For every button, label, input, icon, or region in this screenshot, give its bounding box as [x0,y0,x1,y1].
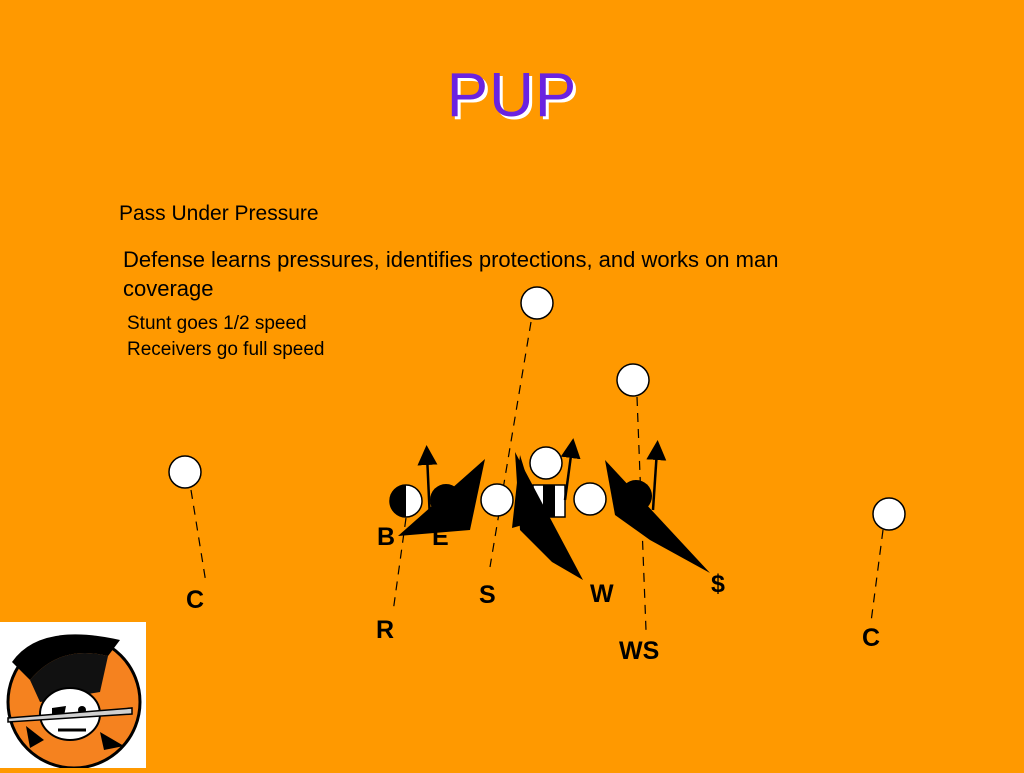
rush-arrow-left-tackle [417,445,438,521]
lineman-left-tackle [389,484,423,518]
stunt-wedge-right [605,460,710,573]
note-receiver-speed: Receivers go full speed [127,339,325,360]
stunt-wedge-center [512,455,540,528]
receiver-right [872,497,906,531]
receiver-left [168,455,202,489]
team-logo [0,622,146,770]
label-end: E [432,523,449,551]
pirate-logo-icon [6,634,142,770]
coverage-line-corner-right [870,529,884,623]
label-corner-right: C [862,624,880,652]
coverage-line-corner-left [190,489,207,584]
stunt-wedge-center-left [515,452,583,580]
label-money: $ [711,570,725,598]
label-rover: R [376,616,394,644]
label-sam: S [479,581,496,609]
label-corner-left: C [186,586,204,614]
receiver-slot-top [520,286,554,320]
lineman-right-guard [573,482,607,516]
stunt-wedge-left [398,459,485,536]
rush-arrow-center [560,438,581,501]
slide-subtitle: Pass Under Pressure [119,202,319,225]
note-stunt-speed: Stunt goes 1/2 speed [127,313,307,334]
rush-arrow-right-end [646,440,667,511]
quarterback [529,446,563,480]
label-weak-safety: WS [619,637,659,665]
drill-description: Defense learns pressures, identifies pro… [123,247,779,301]
receiver-slot-right [616,363,650,397]
lineman-left-guard [480,483,514,517]
label-backer: B [377,523,395,551]
label-will: W [590,580,614,608]
slide-title: PUP [446,61,578,130]
